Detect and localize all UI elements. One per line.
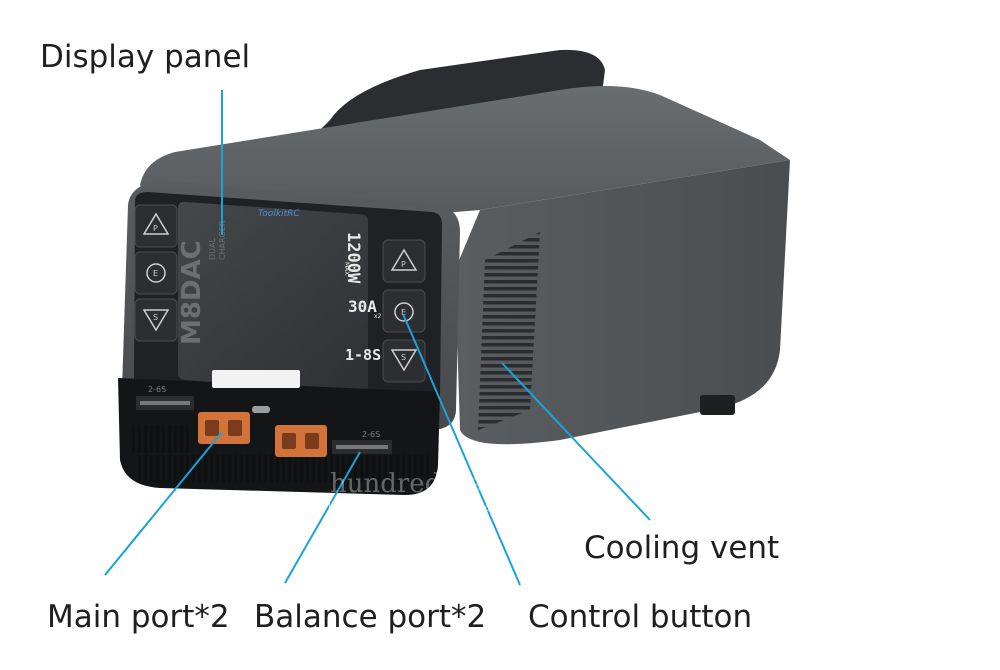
cooling-vent-line — [501, 362, 651, 521]
balance-port-left[interactable] — [136, 396, 194, 410]
watermark-name: hundred percent — [330, 469, 552, 499]
screen-logo: ToolkitRC — [258, 209, 300, 219]
balance-port-right[interactable] — [332, 440, 392, 454]
screen-current-rating: 30A — [348, 297, 377, 316]
screen-subtitle-1: DUAL — [208, 238, 217, 260]
watermark-url: hundredpercent.aliexpress.com — [328, 501, 502, 514]
callout-lines — [104, 90, 651, 586]
left-down-glyph: S — [153, 313, 158, 322]
left-up-button[interactable] — [142, 212, 170, 235]
right-up-glyph: P — [401, 260, 406, 269]
left-up-glyph: P — [153, 224, 158, 233]
screen-brand: M8DAC — [177, 240, 207, 345]
port-left-cells-label: 2-6S — [148, 385, 166, 394]
usb-c-port[interactable] — [252, 406, 270, 413]
main-port-line — [104, 431, 223, 576]
left-mode-glyph: E — [153, 269, 158, 278]
right-up-button[interactable] — [390, 248, 418, 271]
control-button-label: Control button — [528, 599, 753, 635]
charger-body: P E S P E S M8DAC DUAL CHARGER ToolkitRC… — [118, 49, 790, 495]
right-mode-glyph: E — [401, 308, 406, 317]
cooling-vent-slots — [478, 232, 540, 430]
left-control-buttons — [134, 204, 178, 342]
right-control-buttons — [382, 239, 426, 383]
left-mode-button[interactable] — [146, 263, 166, 283]
control-button-line — [402, 313, 521, 586]
side-panel — [455, 160, 790, 445]
right-mode-button[interactable] — [394, 302, 414, 322]
balance-port-line — [284, 451, 361, 584]
screen-current-unit: x2 — [374, 313, 382, 320]
main-port-right[interactable] — [275, 425, 327, 457]
right-down-button[interactable] — [390, 349, 418, 372]
main-port-left[interactable] — [198, 412, 250, 444]
display-panel-label: Display panel — [40, 39, 251, 75]
right-down-glyph: S — [401, 353, 406, 362]
screen-cell-range: 1-8S — [345, 346, 381, 364]
cooling-vent-label: Cooling vent — [584, 530, 780, 566]
lcd-screen — [178, 201, 368, 393]
screen-power-rating: 1200W — [343, 232, 363, 284]
left-down-button[interactable] — [142, 309, 170, 332]
port-right-cells-label: 2-6S — [362, 430, 380, 439]
balance-port-label: Balance port*2 — [254, 599, 487, 635]
main-port-label: Main port*2 — [47, 599, 230, 635]
screen-subtitle-2: CHARGER — [218, 220, 227, 260]
screen-power-unit: MAX — [343, 262, 350, 275]
